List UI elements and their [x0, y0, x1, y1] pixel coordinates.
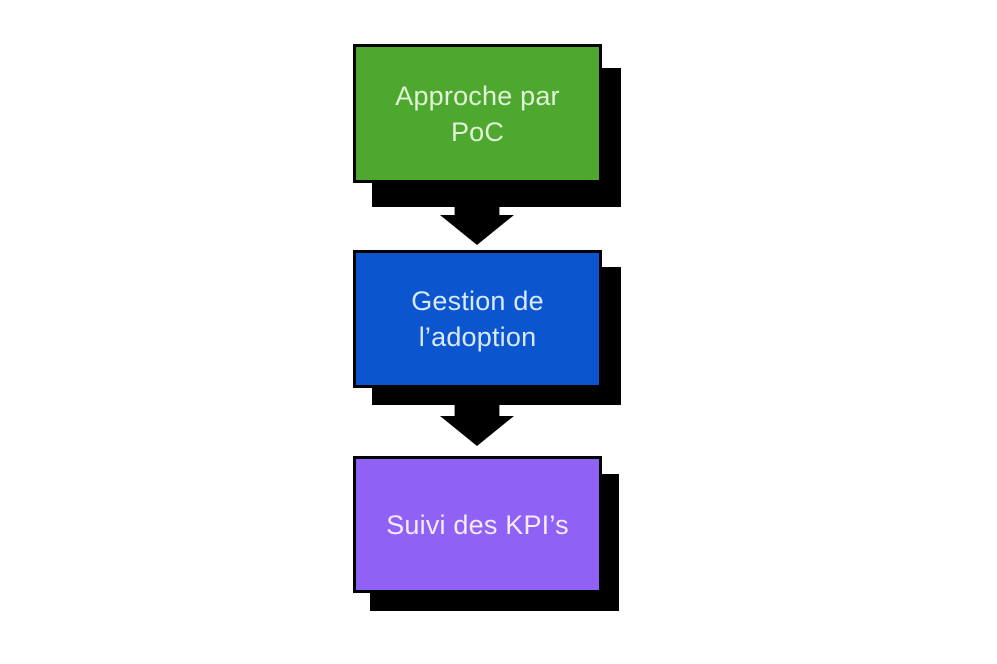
node-box-suivi-des-kpis: Suivi des KPI’s — [353, 456, 602, 593]
node-label-gestion-de-l-adoption: Gestion de l’adoption — [411, 286, 544, 352]
node-label-approche-par-poc: Approche par PoC — [395, 80, 560, 147]
node-box-gestion-de-l-adoption: Gestion de l’adoption — [353, 250, 602, 388]
flow-node-suivi-des-kpis: Suivi des KPI’s — [353, 456, 619, 611]
node-label-suivi-des-kpis: Suivi des KPI’s — [386, 509, 569, 540]
flow-node-gestion-de-l-adoption: Gestion de l’adoption — [353, 250, 621, 405]
flow-node-approche-par-poc: Approche par PoC — [353, 44, 621, 207]
node-box-approche-par-poc: Approche par PoC — [353, 44, 602, 183]
